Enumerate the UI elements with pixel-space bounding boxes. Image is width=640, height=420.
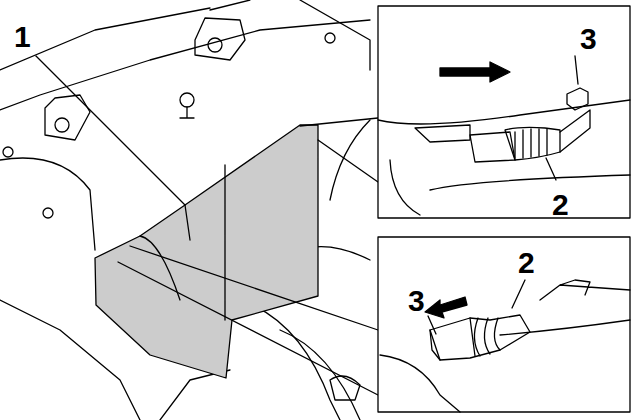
callout-number: 1 <box>14 22 31 52</box>
callout-number: 3 <box>408 286 425 316</box>
callout-number: 2 <box>552 190 569 220</box>
callout-number: 3 <box>580 24 597 54</box>
callout-number: 2 <box>518 248 535 278</box>
